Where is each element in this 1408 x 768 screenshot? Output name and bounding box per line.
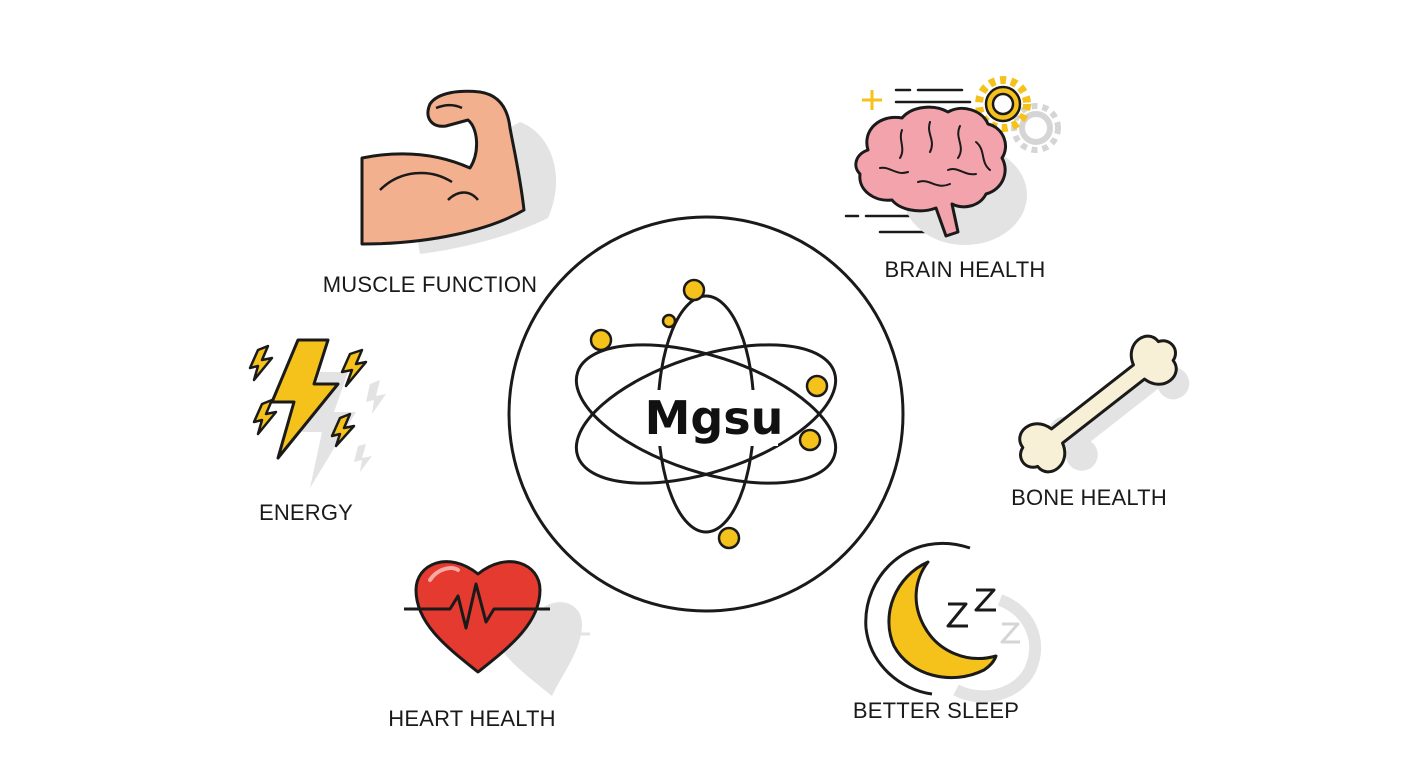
label-bone-health: BONE HEALTH bbox=[1011, 485, 1167, 510]
bone-icon bbox=[1018, 334, 1190, 474]
label-heart-health: HEART HEALTH bbox=[388, 706, 556, 731]
brain-gears-icon bbox=[844, 76, 1061, 245]
center-label: Mgsu bbox=[645, 391, 784, 445]
moon-sleep-icon bbox=[864, 541, 1041, 703]
label-better-sleep: BETTER SLEEP bbox=[852, 698, 1020, 723]
label-energy: ENERGY bbox=[258, 500, 354, 525]
label-muscle-function: MUSCLE FUNCTION bbox=[322, 272, 538, 297]
lightning-bolt-icon bbox=[248, 338, 386, 488]
electron-dots bbox=[589, 278, 829, 550]
heart-pulse-icon bbox=[404, 560, 590, 696]
label-brain-health: BRAIN HEALTH bbox=[884, 257, 1046, 282]
center-atom: Mgsu bbox=[507, 215, 905, 613]
flexed-arm-icon bbox=[360, 89, 557, 254]
